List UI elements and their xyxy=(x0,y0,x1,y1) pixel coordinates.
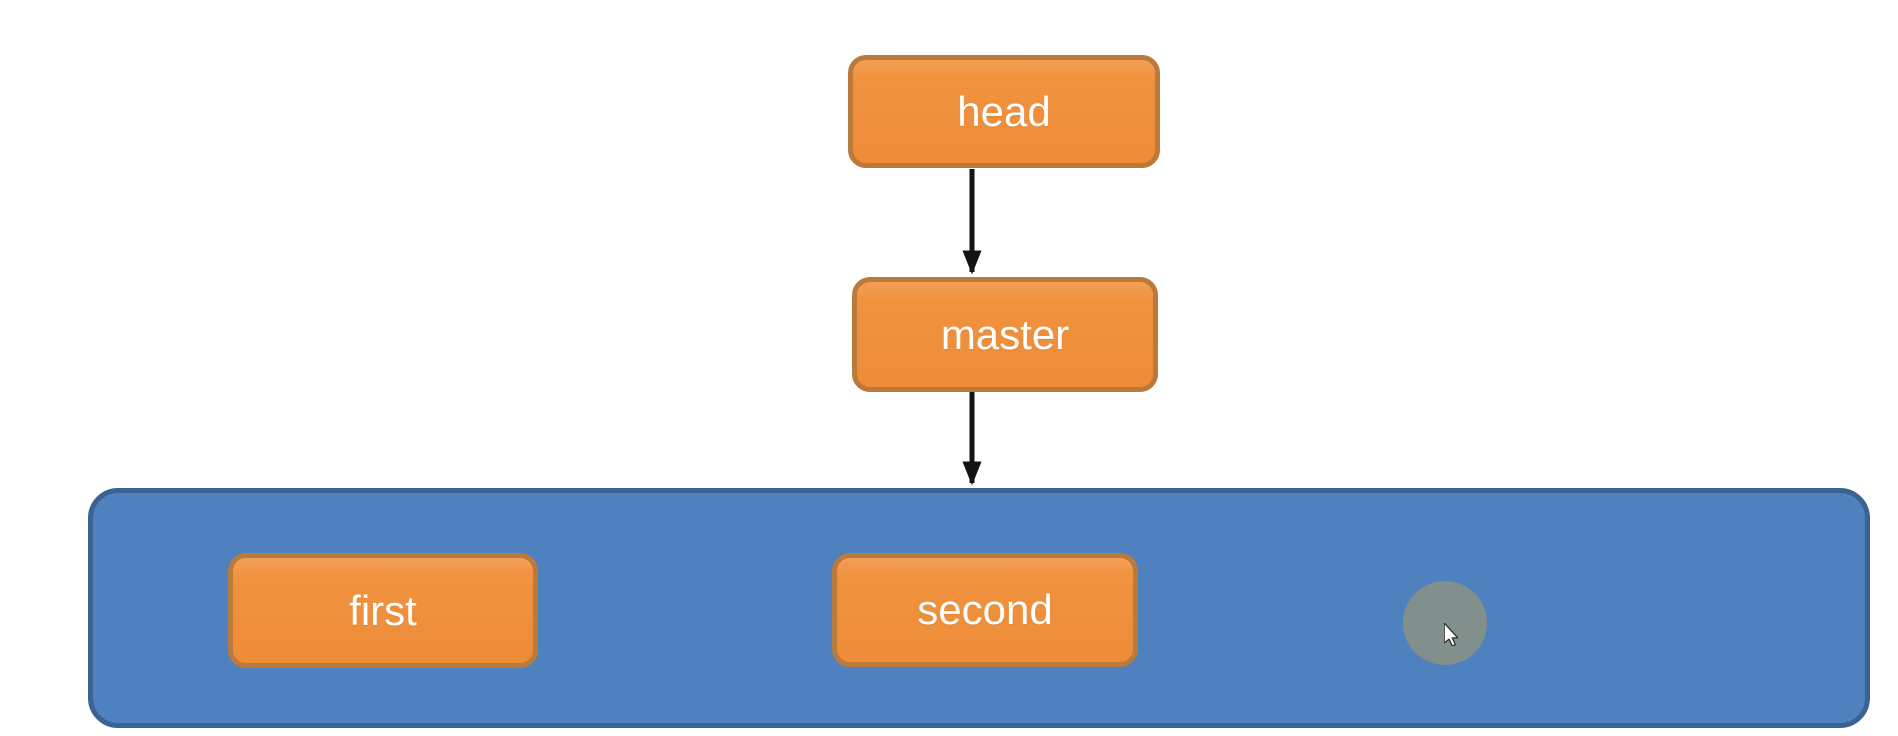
node-second-label: second xyxy=(917,586,1053,633)
node-master: master xyxy=(852,277,1158,392)
node-first-label: first xyxy=(349,586,417,634)
node-head-label: head xyxy=(957,87,1051,135)
node-second: second xyxy=(832,553,1138,667)
commit-chain-container: first second xyxy=(88,488,1870,728)
mouse-cursor-icon xyxy=(1444,623,1458,646)
node-first: first xyxy=(228,553,538,668)
node-master-label: master xyxy=(940,310,1070,358)
node-head: head xyxy=(848,55,1160,168)
